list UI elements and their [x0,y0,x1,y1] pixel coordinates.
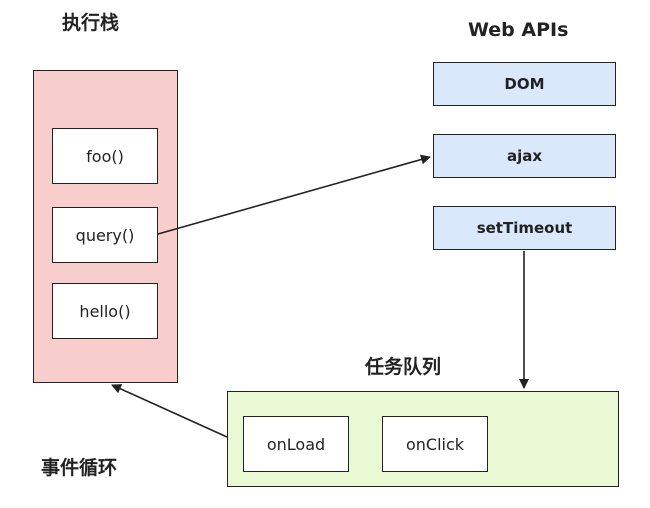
stack-frame-query: query() [52,207,158,263]
call-stack-title: 执行栈 [62,12,120,34]
stack-frame-foo: foo() [52,128,158,184]
event-loop-label: 事件循环 [41,457,118,479]
stack-frame-hello: hello() [52,283,158,339]
task-onclick: onClick [382,416,488,472]
arrow-event-loop [111,384,228,438]
arrow-query-to-ajax [157,154,431,235]
task-onload: onLoad [243,416,349,472]
web-api-dom: DOM [433,62,616,106]
web-api-settimeout: setTimeout [433,206,616,250]
web-apis-title: Web APIs [468,19,569,41]
web-api-ajax: ajax [433,134,616,178]
task-queue-title: 任务队列 [365,356,442,378]
